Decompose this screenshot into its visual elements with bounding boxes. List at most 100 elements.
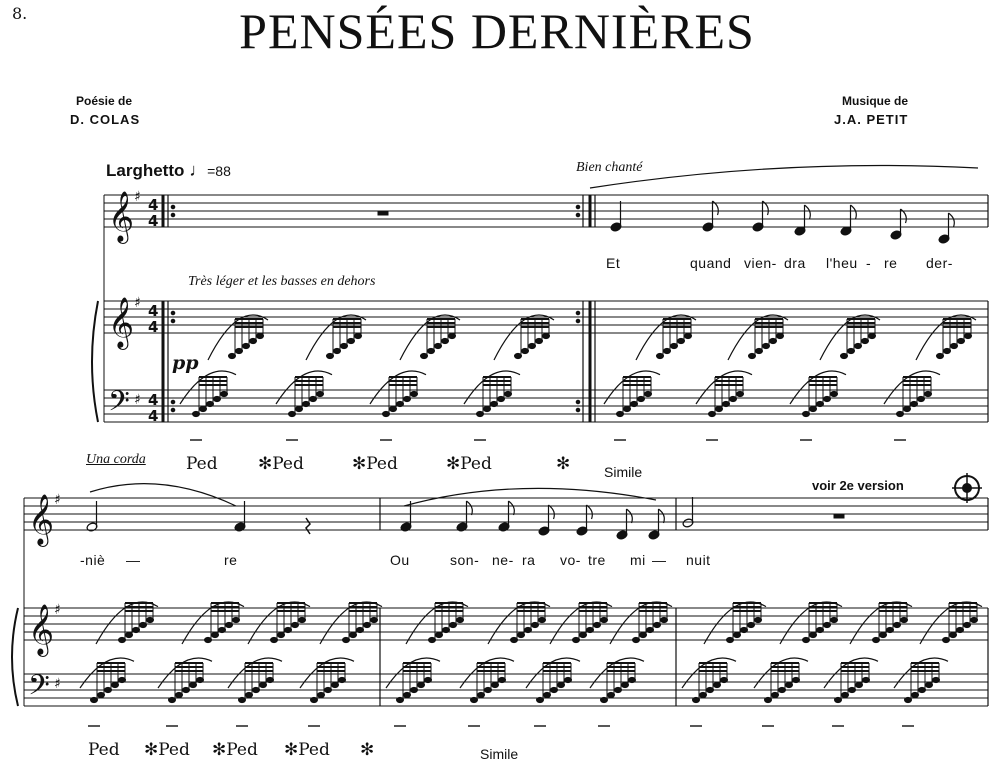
arpeggio-note <box>600 696 608 704</box>
arpeggio-note <box>630 400 638 408</box>
arpeggio-note <box>396 400 404 408</box>
repeat-dot <box>575 204 581 210</box>
arpeggio-note <box>564 676 572 684</box>
arpeggio-note <box>593 621 601 629</box>
arpeggio-note <box>792 676 800 684</box>
slur <box>789 370 847 405</box>
arpeggio-note <box>778 686 786 694</box>
arpeggio-note <box>270 636 278 644</box>
arpeggio-note <box>904 696 912 704</box>
arpeggio-note <box>600 616 608 624</box>
arpeggio-note <box>769 337 777 345</box>
slur <box>299 657 355 689</box>
slur <box>179 370 237 405</box>
arpeggio-note <box>785 681 793 689</box>
arpeggio-note <box>834 696 842 704</box>
pedal-mark: Ped <box>88 740 120 760</box>
arpeggio-note <box>342 636 350 644</box>
arpeggio-note <box>754 616 762 624</box>
poet-label: Poésie de <box>76 94 133 108</box>
arpeggio-note <box>639 631 647 639</box>
composer-label: Musique de <box>842 94 909 108</box>
version-reference: voir 2e version <box>812 478 904 493</box>
time-signature: 4 <box>148 391 158 409</box>
slur <box>227 657 283 689</box>
slur <box>385 657 441 689</box>
slur <box>207 314 269 361</box>
arpeggio-note <box>713 681 721 689</box>
arpeggio-note <box>677 337 685 345</box>
slur <box>893 657 949 689</box>
arpeggio-note <box>862 676 870 684</box>
sharp-icon: ♯ <box>54 676 61 692</box>
arpeggio-note <box>748 352 756 360</box>
lyric-syllable: der- <box>926 255 953 271</box>
arpeggio-note <box>477 691 485 699</box>
notes <box>86 200 978 727</box>
poet-name: D. COLAS <box>70 112 141 127</box>
arpeggio-note <box>964 332 972 340</box>
arpeggio-note <box>771 691 779 699</box>
arpeggio-note <box>535 337 543 345</box>
arpeggio-note <box>497 395 505 403</box>
tempo-label: Larghetto <box>106 161 185 180</box>
slur <box>609 601 673 645</box>
lyric-syllable: ne- <box>492 552 514 568</box>
slur <box>695 370 753 405</box>
arpeggio-note <box>309 395 317 403</box>
arpeggio-note <box>809 405 817 413</box>
arpeggio-note <box>324 686 332 694</box>
arpeggio-note <box>579 631 587 639</box>
arpeggio-note <box>396 696 404 704</box>
simile-marking: Simile <box>480 746 519 762</box>
treble-clef-icon: 𝄞 <box>28 494 54 547</box>
pedal-release-icon: ✻ <box>360 740 375 760</box>
arpeggio-note <box>879 631 887 639</box>
slur <box>463 370 521 405</box>
arpeggio-note <box>776 332 784 340</box>
arpeggio-note <box>403 395 411 403</box>
arpeggio-note <box>417 681 425 689</box>
arpeggio-note <box>536 696 544 704</box>
arpeggio-note <box>847 347 855 355</box>
repeat-dot <box>575 310 581 316</box>
arpeggio-note <box>816 400 824 408</box>
pedal-mark: ✻Ped <box>352 454 398 474</box>
arpeggio-note <box>823 621 831 629</box>
arpeggio-note <box>586 626 594 634</box>
arpeggio-note <box>656 352 664 360</box>
arpeggio-note <box>347 337 355 345</box>
arpeggio-note <box>199 405 207 413</box>
arpeggio-note <box>854 342 862 350</box>
arpeggio-note <box>809 631 817 639</box>
arpeggio-note <box>338 676 346 684</box>
arpeggio-note <box>616 410 624 418</box>
arpeggio-note <box>957 337 965 345</box>
arpeggio-note <box>632 636 640 644</box>
note-flag <box>548 504 555 520</box>
arpeggio-note <box>168 696 176 704</box>
arpeggio-note <box>434 342 442 350</box>
slur <box>247 601 311 645</box>
arpeggio-note <box>550 686 558 694</box>
arpeggio-note <box>491 681 499 689</box>
repeat-dot <box>170 212 176 218</box>
arpeggio-note <box>517 631 525 639</box>
arpeggio-note <box>747 621 755 629</box>
note-flag <box>508 500 515 516</box>
slur <box>589 657 645 689</box>
arpeggio-note <box>266 676 274 684</box>
sharp-icon: ♯ <box>134 295 141 311</box>
arpeggio-note <box>504 390 512 398</box>
arpeggio-note <box>192 410 200 418</box>
note-flag <box>850 204 857 220</box>
arpeggio-note <box>722 400 730 408</box>
lyric-syllable: Ou <box>390 552 410 568</box>
arpeggio-note <box>442 626 450 634</box>
slur <box>305 314 367 361</box>
arpeggio-note <box>911 691 919 699</box>
brackets <box>11 195 105 707</box>
lyric-syllable: - <box>866 255 872 271</box>
sharp-icon: ♯ <box>54 492 61 508</box>
